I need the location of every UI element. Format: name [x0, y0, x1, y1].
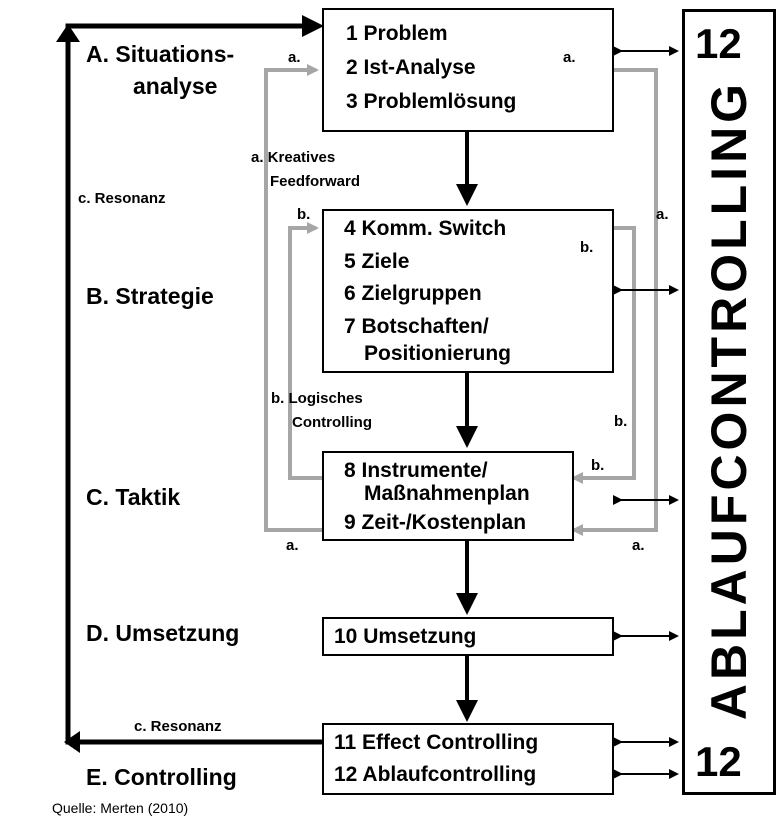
label-resonanz-bottom: c. Resonanz	[134, 718, 222, 735]
step-6: 6 Zielgruppen	[344, 282, 482, 305]
step-10: 10 Umsetzung	[334, 625, 477, 648]
feedback-a-left	[264, 64, 322, 532]
step-7-line1: 7 Botschaften/	[344, 315, 489, 338]
label-kreatives-1: a. Kreatives	[251, 149, 336, 166]
phase-d: D. Umsetzung	[86, 620, 240, 646]
box-taktik: 8 Instrumente/ Maßnahmenplan 9 Zeit-/Kos…	[322, 451, 574, 541]
label-logisches-2: Controlling	[292, 414, 372, 431]
resonance-loop	[65, 15, 324, 745]
box-umsetzung: 10 Umsetzung	[322, 617, 614, 656]
feedback-b-left	[288, 222, 322, 480]
label-b-right-mid: b.	[614, 413, 628, 430]
panel-number-top: 12	[695, 20, 742, 67]
phase-a-line1: A. Situations-	[86, 41, 235, 67]
step-9: 9 Zeit-/Kostenplan	[344, 511, 527, 534]
label-a-right-mid: a.	[656, 206, 669, 223]
label-a-bottom-left: a.	[286, 537, 299, 554]
phase-a-line2: analyse	[133, 73, 218, 99]
step-3: 3 Problemlösung	[346, 90, 517, 113]
label-a-top-right: a.	[563, 49, 576, 66]
phase-e: E. Controlling	[86, 764, 237, 790]
label-a-bottom-right: a.	[632, 537, 645, 554]
label-logisches-1: b. Logisches	[271, 390, 363, 407]
step-8-line1: 8 Instrumente/	[344, 459, 488, 482]
box-strategie: 4 Komm. Switch 5 Ziele 6 Zielgruppen 7 B…	[322, 209, 614, 373]
double-arrows	[613, 46, 679, 779]
step-8-line2: Maßnahmenplan	[364, 482, 530, 505]
step-4: 4 Komm. Switch	[344, 217, 507, 240]
step-2: 2 Ist-Analyse	[346, 56, 476, 79]
source-caption: Quelle: Merten (2010)	[52, 800, 189, 816]
box-controlling: 11 Effect Controlling 12 Ablaufcontrolli…	[322, 723, 614, 795]
label-b-right-top: b.	[580, 239, 594, 256]
resonance-arrowhead-top	[56, 24, 80, 42]
step-1: 1 Problem	[346, 22, 448, 45]
step-12: 12 Ablaufcontrolling	[334, 763, 537, 786]
label-kreatives-2: Feedforward	[270, 173, 361, 190]
label-resonanz-left: c. Resonanz	[78, 190, 166, 207]
label-a-top-left: a.	[288, 49, 301, 66]
step-11: 11 Effect Controlling	[334, 731, 539, 754]
resonance-arrowhead-left	[64, 731, 80, 753]
panel-vertical-title: ABLAUFCONTROLLING	[701, 79, 757, 721]
box-situationsanalyse: 1 Problem 2 Ist-Analyse 3 Problemlösung	[322, 8, 614, 132]
phase-c: C. Taktik	[86, 484, 181, 510]
panel-number-bottom: 12	[695, 738, 742, 785]
label-b-right-box3: b.	[591, 457, 605, 474]
step-7-line2: Positionierung	[364, 342, 511, 365]
ablaufcontrolling-panel	[682, 9, 776, 795]
step-5: 5 Ziele	[344, 250, 410, 273]
phase-b: B. Strategie	[86, 283, 214, 309]
label-b-top-left: b.	[297, 206, 311, 223]
